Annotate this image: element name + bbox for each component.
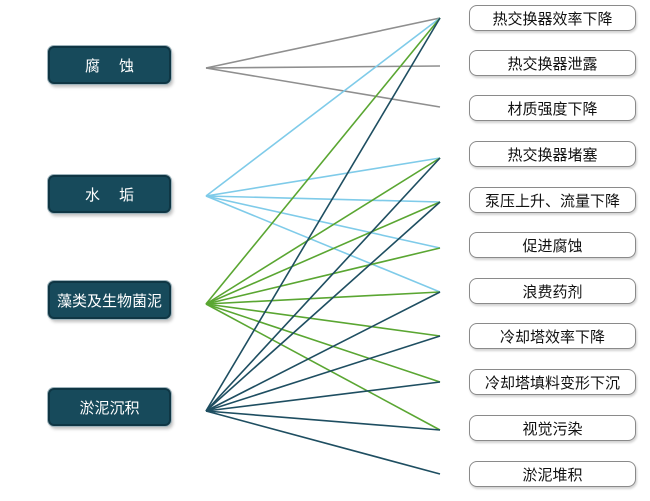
edge-cause3-effect4 xyxy=(205,157,441,305)
edge-cause4-effect10 xyxy=(205,410,441,431)
effect-node-6: 促进腐蚀 xyxy=(469,232,636,258)
edge-cause3-effect5 xyxy=(205,201,441,305)
cause-node-scale: 水 垢 xyxy=(48,175,171,213)
edge-cause3-effect1 xyxy=(205,17,441,305)
edge-cause2-effect7 xyxy=(205,195,441,293)
edge-cause1-effect3 xyxy=(205,67,441,108)
effect-node-8: 冷却塔效率下降 xyxy=(469,323,636,349)
effect-node-3: 材质强度下降 xyxy=(469,95,636,121)
edge-cause4-effect9 xyxy=(205,381,441,412)
effect-node-11: 淤泥堆积 xyxy=(469,461,636,487)
effect-node-7: 浪费药剂 xyxy=(469,278,636,304)
effect-node-2: 热交换器泄露 xyxy=(469,50,636,76)
edge-cause2-effect6 xyxy=(205,195,441,249)
edge-cause3-effect6 xyxy=(205,247,441,305)
edge-cause4-effect5 xyxy=(205,201,441,412)
edge-cause4-effect8 xyxy=(205,335,441,412)
edge-cause3-effect10 xyxy=(205,303,441,431)
edge-cause4-effect11 xyxy=(205,410,441,475)
edge-cause3-effect7 xyxy=(205,291,441,305)
cause-node-sludge: 淤泥沉积 xyxy=(48,388,171,426)
effect-node-4: 热交换器堵塞 xyxy=(469,141,636,167)
edge-cause4-effect4 xyxy=(205,157,441,412)
cause-node-corrosion: 腐 蚀 xyxy=(48,46,171,84)
edge-cause2-effect4 xyxy=(205,157,441,197)
effect-node-1: 热交换器效率下降 xyxy=(469,5,636,31)
edge-cause1-effect2 xyxy=(205,65,441,69)
edge-cause3-effect9 xyxy=(205,303,441,383)
edge-cause3-effect8 xyxy=(205,303,441,337)
edge-cause2-effect1 xyxy=(205,17,441,197)
cause-node-algae-biofilm: 藻类及生物菌泥 xyxy=(48,281,171,319)
edge-cause4-effect1 xyxy=(205,17,441,412)
effect-node-9: 冷却塔填料变形下沉 xyxy=(469,369,636,395)
edge-cause4-effect7 xyxy=(205,291,441,412)
edge-cause1-effect1 xyxy=(205,17,441,69)
effect-node-5: 泵压上升、流量下降 xyxy=(469,187,636,213)
effect-node-10: 视觉污染 xyxy=(469,415,636,441)
